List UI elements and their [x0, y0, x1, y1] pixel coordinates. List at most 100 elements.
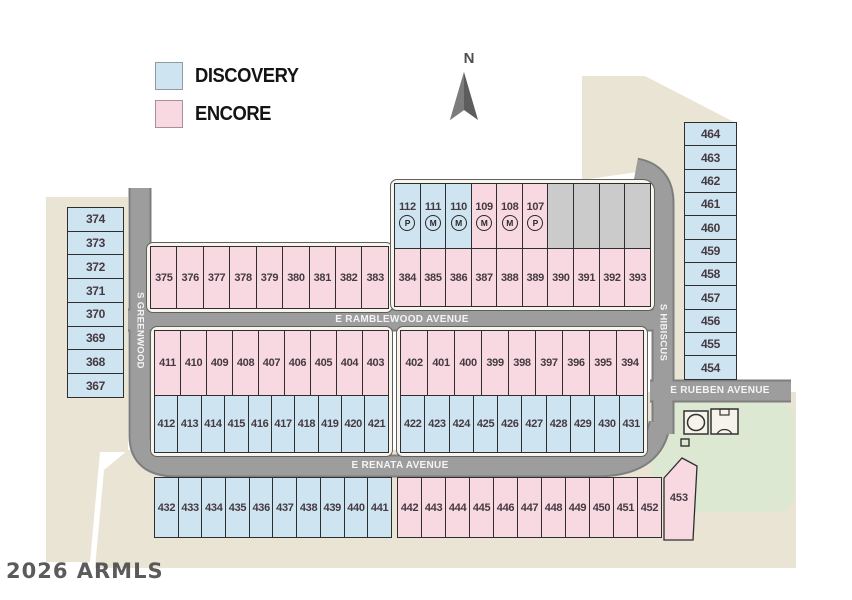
lot-number: 447 — [520, 501, 539, 514]
lot-number: 438 — [299, 501, 318, 514]
lot: 458 — [684, 262, 737, 287]
lot-number: 457 — [700, 290, 721, 305]
block-top-right: 112 P 111 M 110 M 109 M — [390, 179, 655, 311]
lot-number: 402 — [405, 356, 423, 369]
lot: 413 — [177, 394, 202, 453]
lot-number: 374 — [85, 212, 106, 227]
legend-label: ENCORE — [195, 102, 271, 125]
lot-number: 425 — [476, 417, 495, 430]
lot-number: 414 — [204, 417, 222, 430]
lot: 408 — [231, 330, 260, 396]
lot: 369 — [67, 325, 124, 351]
lot: 403 — [361, 330, 390, 396]
lot: 460 — [684, 215, 737, 240]
lot-number: 110 — [450, 201, 467, 214]
compass-north-label: N — [463, 50, 475, 67]
block-top-middle: 375 376 377 378 379 380 — [146, 242, 393, 313]
street-label-hibiscus: S HIBISCUS — [657, 303, 669, 362]
lot-number: 367 — [85, 378, 106, 393]
lot-number: 371 — [85, 283, 106, 298]
street-label-ramblewood: E RAMBLEWOOD AVENUE — [335, 314, 469, 325]
watermark: 2026 ARMLS — [6, 559, 164, 583]
lot-number: 458 — [700, 267, 721, 282]
lot: 370 — [67, 301, 124, 327]
encore-swatch-icon — [155, 100, 183, 128]
lot: 456 — [684, 308, 737, 334]
lot: 397 — [534, 330, 564, 396]
lot-number: 456 — [700, 314, 721, 329]
lot-number: 449 — [568, 501, 587, 514]
lot: 404 — [335, 330, 364, 396]
lot: 386 — [445, 248, 472, 307]
lot-number: 399 — [486, 356, 504, 369]
lot: 107 P — [521, 183, 549, 250]
lot-number: 427 — [525, 417, 543, 430]
lot-row: 402 401 400 399 398 397 — [400, 330, 645, 396]
lot: 448 — [540, 477, 567, 538]
lot: 432 — [154, 477, 179, 538]
lot-number: 435 — [228, 501, 247, 514]
lot: 445 — [468, 477, 495, 538]
lot-number: 440 — [347, 501, 365, 514]
lot: 379 — [255, 246, 284, 309]
lot: 431 — [618, 394, 644, 453]
lot: 433 — [177, 477, 203, 538]
lot-number: 387 — [475, 271, 493, 284]
lot: 417 — [270, 394, 296, 453]
lot-number: 112 — [398, 201, 416, 214]
lot-453-number: 453 — [669, 492, 689, 504]
lot: 406 — [283, 330, 312, 396]
lot: 383 — [361, 246, 389, 309]
lot-number: 405 — [314, 356, 333, 369]
lot-number: 377 — [207, 271, 226, 284]
lot-number: 419 — [321, 417, 339, 430]
lot: 372 — [67, 254, 124, 280]
lot: 396 — [561, 330, 591, 396]
lot: 463 — [684, 145, 737, 170]
lot-number: 434 — [205, 501, 223, 514]
block-bottom-left: 432 433 434 435 436 437 438 — [154, 477, 393, 538]
lot: 381 — [308, 246, 337, 309]
lot: 450 — [588, 477, 615, 538]
lot: 367 — [67, 373, 124, 399]
lot-number: 436 — [252, 501, 270, 514]
lot-number: 389 — [526, 271, 545, 284]
lot-number: 452 — [640, 501, 659, 514]
lot-number: 426 — [501, 417, 519, 430]
lot-number: 108 — [500, 201, 519, 214]
lot: 420 — [341, 394, 366, 453]
lot: 382 — [334, 246, 363, 309]
model-tag: M — [450, 215, 467, 232]
lot-number: 370 — [85, 307, 106, 322]
lot-number: 394 — [621, 356, 639, 369]
lot-number: 384 — [398, 271, 417, 284]
lot-number: 368 — [85, 354, 106, 369]
lot-number: 390 — [552, 271, 570, 284]
lot-number: 385 — [424, 271, 442, 284]
lot: 447 — [516, 477, 543, 538]
lot-row: 412 413 414 415 416 417 — [154, 394, 389, 453]
lot: 452 — [636, 477, 663, 538]
lot-number: 421 — [367, 417, 386, 430]
lot: 392 — [598, 248, 626, 307]
lot-number: 429 — [573, 417, 592, 430]
lot-number: 392 — [603, 271, 621, 284]
lot-number: 382 — [340, 271, 358, 284]
lot: 412 — [154, 394, 179, 453]
lot-number: 410 — [184, 356, 203, 369]
lot-number: 432 — [157, 501, 176, 514]
lot: 108 M — [496, 183, 524, 250]
lot: 455 — [684, 332, 737, 357]
lot: 425 — [472, 394, 499, 453]
lot: 435 — [225, 477, 250, 538]
lot-number: 397 — [540, 356, 558, 369]
lot-number: 401 — [432, 356, 450, 369]
lot-number: 380 — [287, 271, 305, 284]
model-tag: M — [424, 215, 441, 232]
lot: 409 — [205, 330, 234, 396]
legend-item-discovery: DISCOVERY — [155, 62, 308, 90]
lot-number: 388 — [500, 271, 519, 284]
lot-number: 424 — [452, 417, 471, 430]
lot-number: 107 — [526, 201, 545, 214]
lot: 416 — [247, 394, 273, 453]
